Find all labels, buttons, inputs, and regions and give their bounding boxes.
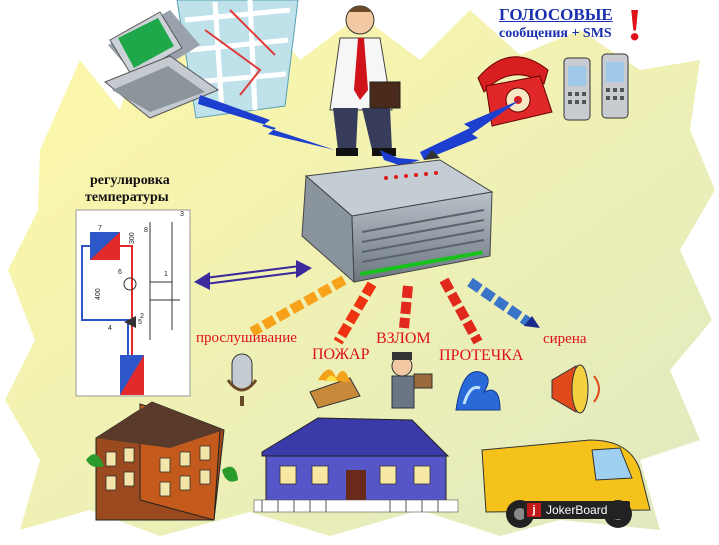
event-label-siren: сирена — [543, 331, 587, 347]
event-label-burglary: ВЗЛОМ — [376, 330, 431, 347]
voice-messages-subtitle: сообщения + SMS — [499, 26, 612, 41]
voice-messages-title: ГОЛОСОВЫЕ — [499, 5, 613, 24]
event-label-fire: ПОЖАР — [312, 346, 370, 363]
temperature-label-line1: регулировка — [90, 173, 170, 188]
siren-icon — [551, 364, 600, 414]
temperature-schematic: 7 6 8 5 4 3 1 2 300 400 — [75, 209, 191, 397]
water-leak-icon — [455, 371, 501, 411]
schematic-label: 5 — [138, 319, 142, 326]
temperature-label-line2: температуры — [85, 190, 169, 205]
event-rays — [249, 275, 531, 345]
map-icon — [176, 0, 299, 119]
schematic-label: 3 — [180, 211, 184, 218]
businessman-icon — [329, 5, 401, 156]
schematic-label: 7 — [98, 225, 102, 232]
fire-icon — [309, 369, 361, 409]
event-label-listening: прослушивание — [196, 330, 297, 346]
schematic-label: 1 — [164, 271, 168, 278]
telephone-icon — [477, 56, 553, 127]
schematic-label: 4 — [108, 325, 112, 332]
schematic-label: 8 — [144, 227, 148, 234]
event-label-leak: ПРОТЕЧКА — [439, 347, 524, 364]
schematic-label: 400 — [95, 288, 102, 300]
wireless-links — [198, 95, 520, 166]
schematic-label: 6 — [118, 269, 122, 276]
apartment-building-icon — [86, 401, 238, 521]
jokerboard-watermark: j JokerBoard — [524, 501, 630, 519]
house-icon — [253, 417, 459, 513]
computer-icon — [104, 10, 220, 119]
data-link-arrow — [194, 260, 312, 290]
jokerboard-logo-icon: j — [527, 503, 541, 517]
exclamation-mark: ! — [627, 0, 643, 50]
schematic-label: 2 — [140, 313, 144, 320]
mobile-phone-icon — [563, 53, 629, 121]
burglar-icon — [391, 352, 433, 409]
schematic-label: 300 — [129, 232, 136, 244]
controller-device-icon — [301, 150, 494, 284]
watermark-text: JokerBoard — [546, 503, 608, 517]
microphone-icon — [226, 353, 258, 406]
siren-arrow — [524, 316, 540, 328]
